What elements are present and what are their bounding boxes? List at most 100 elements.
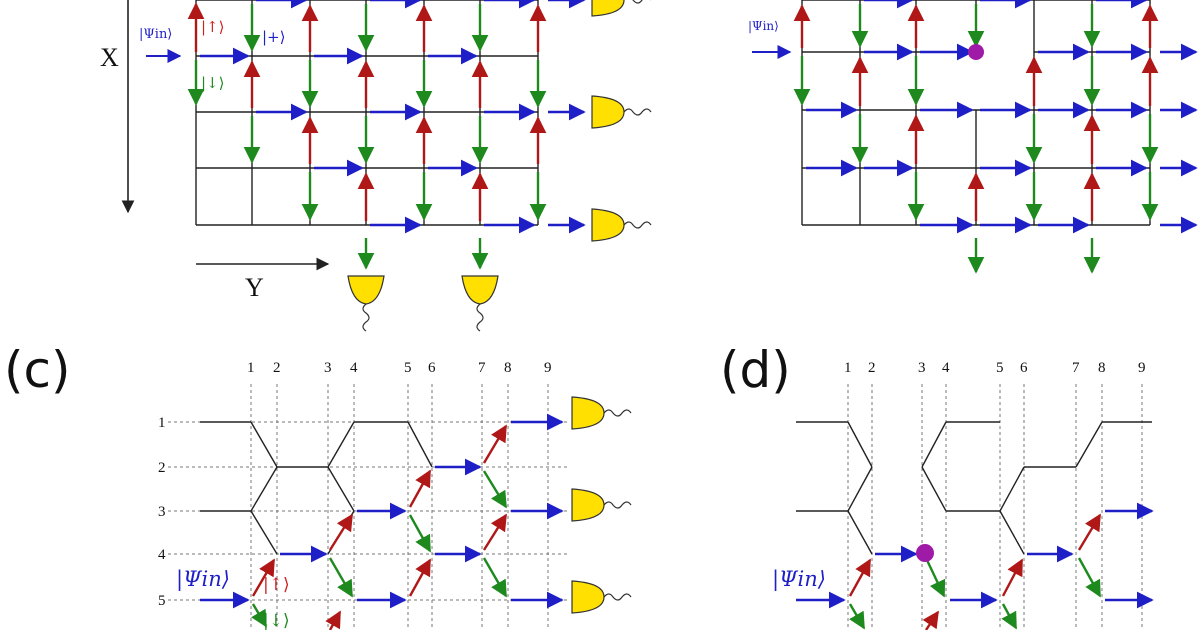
detector-signal <box>624 0 651 4</box>
detector-icon <box>571 396 632 430</box>
column-number: 2 <box>868 360 876 376</box>
walk-arrow <box>1001 558 1024 597</box>
walk-arrow <box>408 514 432 553</box>
psi-in-label-c: |Ψin⟩ <box>176 567 230 592</box>
lattice-line <box>921 466 947 512</box>
lattice-line <box>999 510 1025 555</box>
detector-body <box>591 0 625 17</box>
column-number: 7 <box>1072 360 1080 376</box>
panel-c-letter: (c) <box>4 341 71 399</box>
walk-arrow <box>408 469 432 508</box>
walk-arrow <box>1077 557 1102 598</box>
walk-arrow <box>482 513 508 551</box>
detector-body <box>571 580 605 614</box>
panel-d-letter: (d) <box>720 341 791 399</box>
walk-arrows-d <box>796 502 1154 630</box>
column-number: 3 <box>918 360 926 376</box>
defect-marker-icon <box>916 544 934 562</box>
detector-signal <box>362 303 370 332</box>
column-number: 1 <box>844 360 852 376</box>
hex-lattice-d <box>796 421 1152 555</box>
row-number: 5 <box>158 593 166 609</box>
column-number: 4 <box>350 360 358 376</box>
column-number: 2 <box>273 360 281 376</box>
column-number: 8 <box>504 360 512 376</box>
column-number: 8 <box>1098 360 1106 376</box>
row-number: 1 <box>158 415 166 431</box>
walk-arrow <box>1001 603 1018 630</box>
walk-arrows-a <box>187 0 586 270</box>
psi-in-label-d: |Ψin⟩ <box>772 567 826 592</box>
row-numbers-c: 1 2 3 4 5 <box>158 415 166 609</box>
walk-arrow <box>251 603 268 628</box>
walk-arrow <box>924 557 946 598</box>
walk-arrow <box>251 558 276 597</box>
detector-signal <box>603 409 632 417</box>
detector-icon <box>571 580 632 614</box>
lattice-line <box>407 421 433 468</box>
detector-signal <box>603 593 632 601</box>
detectors-c <box>571 396 632 614</box>
lattice-line <box>1075 421 1103 468</box>
walk-arrows-b <box>793 0 1198 274</box>
column-number: 5 <box>996 360 1004 376</box>
panel-b: |Ψin⟩ <box>748 0 1198 274</box>
walk-arrow <box>408 558 432 597</box>
spin-down-label-a: |↓⟩ <box>201 74 224 92</box>
dashed-guides-c <box>168 384 570 630</box>
detector-icon <box>591 0 651 17</box>
walk-arrow <box>848 558 872 597</box>
walk-arrow <box>482 470 508 509</box>
column-number: 3 <box>324 360 332 376</box>
walk-arrow <box>328 513 354 551</box>
y-axis-label: Y <box>245 273 264 302</box>
spin-down-label-c: |↓⟩ <box>263 611 290 630</box>
detector-body <box>571 396 605 430</box>
spin-up-label-a: |↑⟩ <box>201 18 224 36</box>
lattice-line <box>250 466 278 512</box>
row-number: 2 <box>158 460 166 476</box>
walk-arrow <box>1077 513 1102 551</box>
detectors-a <box>347 0 652 332</box>
panel-a: X Y |Ψin⟩ |↑⟩ |↓⟩ |+⟩ <box>100 0 652 332</box>
detector-signal <box>603 501 632 509</box>
detector-body <box>461 275 499 305</box>
row-number: 3 <box>158 504 166 520</box>
lattice-line <box>847 466 873 512</box>
walk-arrow <box>328 557 354 598</box>
psi-in-label-b: |Ψin⟩ <box>748 19 779 33</box>
column-number: 9 <box>1138 360 1146 376</box>
detector-signal <box>476 303 484 332</box>
x-axis-label: X <box>100 43 119 72</box>
lattice-line <box>847 421 873 468</box>
column-number: 5 <box>404 360 412 376</box>
detector-body <box>347 275 385 305</box>
walk-arrows-c <box>200 413 564 630</box>
row-number: 4 <box>158 547 166 563</box>
detector-signal <box>623 221 652 229</box>
column-number: 4 <box>942 360 950 376</box>
lattice-line <box>921 421 947 468</box>
detector-icon <box>591 95 652 129</box>
spin-up-label-c: |↑⟩ <box>263 575 290 595</box>
lattice-line <box>327 421 355 468</box>
lattice-line <box>847 510 873 555</box>
walk-arrow <box>325 610 342 630</box>
column-number: 6 <box>428 360 436 376</box>
detector-signal <box>623 108 652 116</box>
detector-icon <box>347 275 385 332</box>
hex-lattice-c <box>200 421 433 555</box>
lattice-line <box>250 421 278 468</box>
walk-arrow <box>848 603 866 630</box>
lattice-line <box>999 466 1025 512</box>
detector-body <box>591 208 625 242</box>
detector-body <box>571 488 605 522</box>
detector-icon <box>461 275 499 332</box>
column-number: 7 <box>478 360 486 376</box>
column-number: 1 <box>247 360 255 376</box>
column-number: 9 <box>544 360 552 376</box>
